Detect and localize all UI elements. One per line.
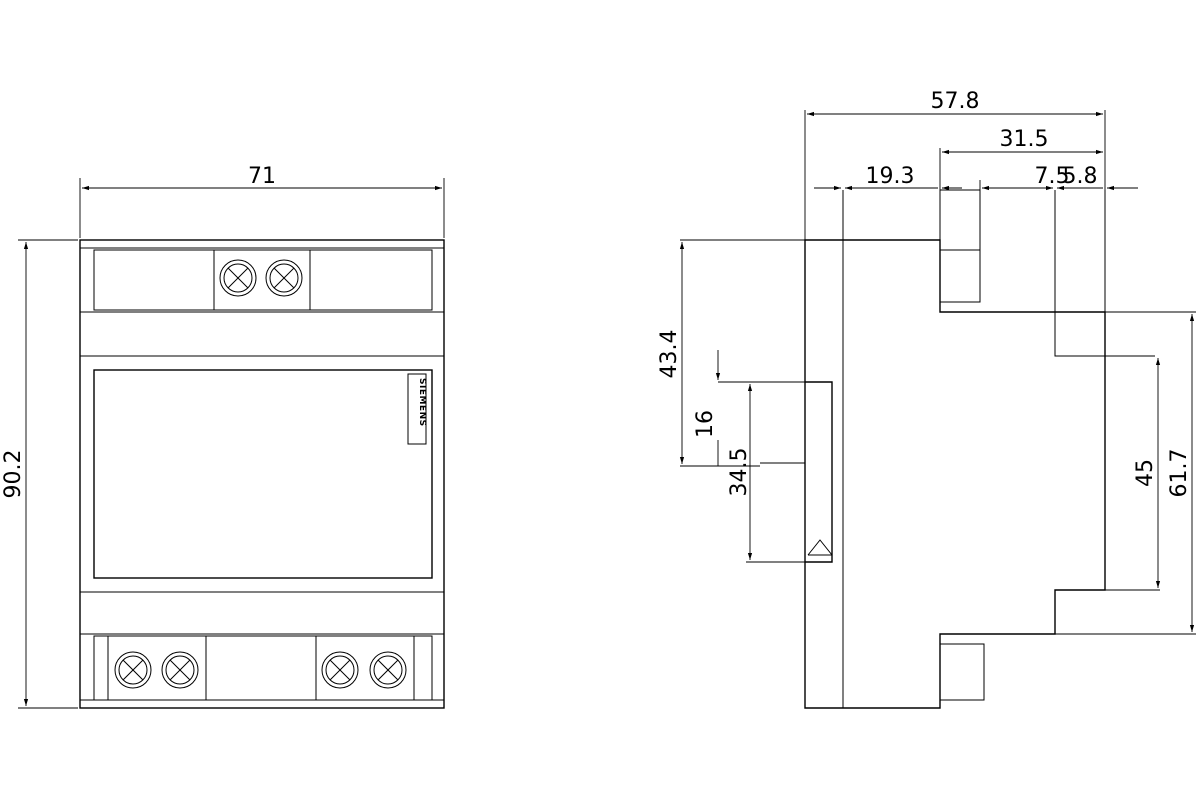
rail-offset-dimension: 19.3 (814, 164, 962, 191)
depth-dimension-label: 57.8 (931, 89, 980, 114)
width-dimension: 71 (79, 164, 445, 238)
front-total-dimension: 61.7 (1167, 314, 1195, 632)
bottom-screw-4-icon (369, 651, 407, 689)
top-screw-1-icon (219, 259, 257, 297)
small-step-dimensions: 7.5 5.8 (982, 164, 1138, 191)
brand-label: SIEMENS (417, 378, 427, 427)
top-terminal-housing (213, 249, 311, 311)
bottom-terminal-housing-left (107, 635, 207, 701)
step-dimension-label: 31.5 (1000, 127, 1049, 152)
height-dimension: 90.2 (1, 239, 78, 709)
small-step-dimension-label: 7.5 (1035, 164, 1070, 189)
side-view: 57.8 31.5 19.3 7.5 5.8 43.4 (657, 89, 1196, 709)
front-total-dimension-label: 61.7 (1167, 449, 1192, 498)
front-panel-dimension-label: 45 (1133, 459, 1158, 487)
clip-latch (807, 539, 833, 562)
front-view: SIEMENS 71 (1, 164, 445, 709)
front-panel (93, 369, 433, 579)
bottom-screw-2-icon (161, 651, 199, 689)
upper-height-dimension: 43.4 (657, 242, 685, 464)
clip-dimension-label: 16 (693, 410, 718, 438)
side-body-outline (804, 239, 1106, 709)
side-top-terminal (939, 189, 981, 303)
top-screw-2-icon (265, 259, 303, 297)
bottom-screw-3-icon (321, 651, 359, 689)
upper-height-dimension-label: 43.4 (657, 330, 682, 379)
rail-offset-dimension-label: 19.3 (866, 164, 915, 189)
front-panel-raise (1054, 190, 1155, 357)
small-step2-dimension-label: 5.8 (1063, 164, 1098, 189)
depth-dimension: 57.8 (807, 89, 1103, 117)
bottom-terminal-housing-right (315, 635, 415, 701)
brand-plate (407, 373, 427, 445)
front-panel-dimension: 45 (1133, 358, 1161, 588)
rail-height-dimension: 34.5 (727, 384, 805, 560)
height-dimension-label: 90.2 (1, 450, 26, 499)
clip-dimension: 16 (693, 350, 721, 466)
rail-height-dimension-label: 34.5 (727, 448, 752, 497)
step-dimension: 31.5 (942, 127, 1103, 155)
side-bottom-terminal (939, 643, 985, 701)
front-body-outline (79, 239, 445, 709)
top-terminal-block (93, 249, 433, 311)
bottom-terminal-block (93, 635, 433, 701)
front-panel-raise-lower (1054, 589, 1105, 634)
width-dimension-label: 71 (248, 164, 276, 189)
bottom-screw-1-icon (114, 651, 152, 689)
din-clip-outline (805, 381, 833, 563)
